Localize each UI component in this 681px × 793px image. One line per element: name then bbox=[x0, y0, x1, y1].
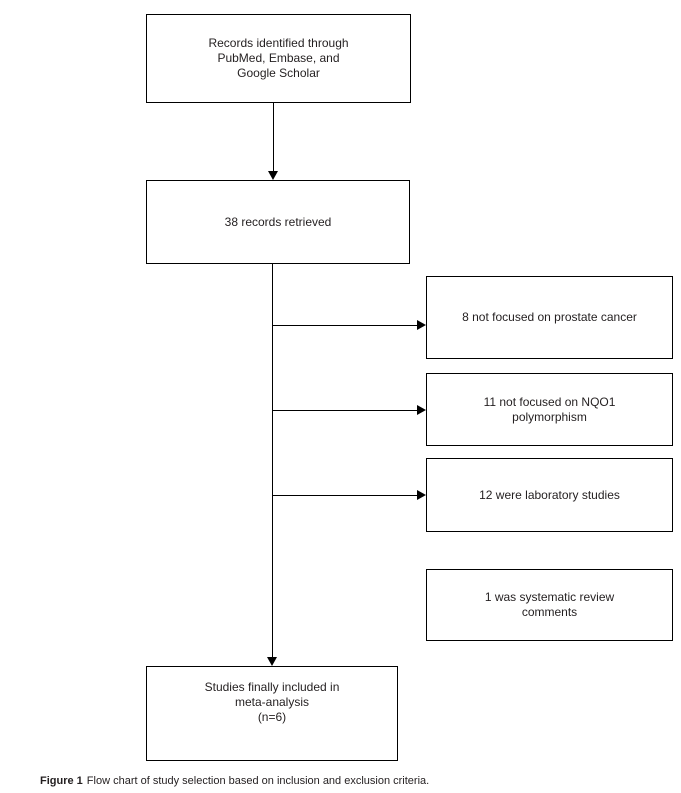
arrow-right-icon bbox=[417, 404, 426, 415]
arrow-down-icon bbox=[267, 171, 278, 180]
node-records-identified-label: Records identified through PubMed, Embas… bbox=[208, 36, 349, 80]
node-records-retrieved: 38 records retrieved bbox=[146, 180, 410, 264]
arrow-branch-to-lab-line bbox=[272, 494, 418, 496]
node-excluded-not-prostate-cancer-label: 8 not focused on prostate cancer bbox=[462, 310, 637, 324]
arrow-identified-to-retrieved-line bbox=[272, 103, 274, 172]
node-excluded-systematic-review-comments-label: 1 was systematic review comments bbox=[484, 590, 615, 619]
node-excluded-not-prostate-cancer: 8 not focused on prostate cancer bbox=[426, 276, 673, 359]
node-excluded-not-nqo1-polymorphism-label: 11 not focused on NQO1 polymorphism bbox=[483, 394, 616, 424]
arrow-branch-to-nqo1-line bbox=[272, 409, 418, 411]
arrow-branch-to-prostate-line bbox=[272, 324, 418, 326]
figure-caption-label: Figure 1 bbox=[40, 775, 83, 787]
node-excluded-laboratory-studies: 12 were laboratory studies bbox=[426, 458, 673, 532]
arrow-down-icon bbox=[267, 657, 277, 666]
node-excluded-not-nqo1-polymorphism: 11 not focused on NQO1 polymorphism bbox=[426, 373, 673, 446]
node-records-retrieved-label: 38 records retrieved bbox=[224, 214, 332, 229]
node-excluded-laboratory-studies-label: 12 were laboratory studies bbox=[479, 487, 620, 502]
arrow-right-icon bbox=[417, 319, 426, 330]
arrow-retrieved-to-included-line bbox=[272, 264, 274, 657]
arrow-right-icon bbox=[417, 489, 426, 500]
node-studies-included: Studies finally included in meta-analysi… bbox=[146, 666, 398, 761]
figure-caption-text: Flow chart of study selection based on i… bbox=[86, 775, 430, 787]
node-records-identified: Records identified through PubMed, Embas… bbox=[146, 14, 411, 103]
node-excluded-systematic-review-comments: 1 was systematic review comments bbox=[426, 569, 673, 641]
node-studies-included-label: Studies finally included in meta-analysi… bbox=[204, 680, 340, 724]
